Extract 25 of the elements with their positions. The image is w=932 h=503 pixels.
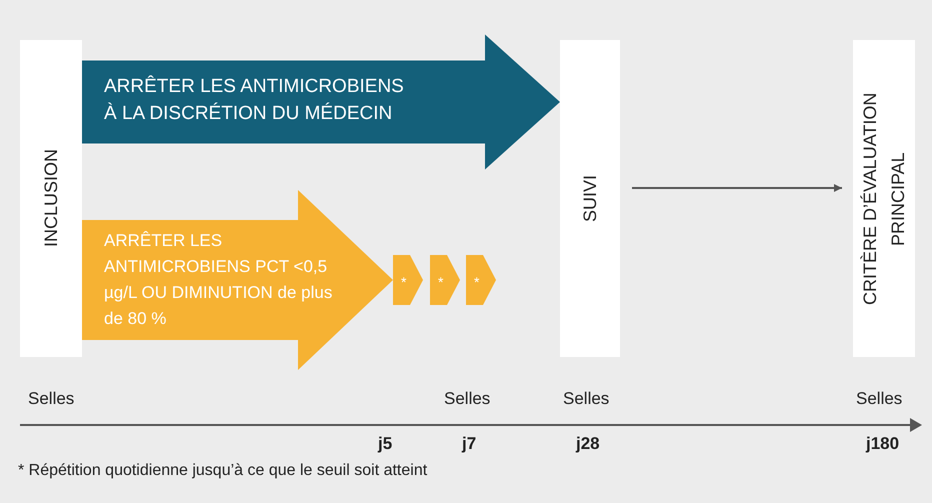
phase-bar (20, 40, 82, 357)
sample-label: Selles (28, 389, 74, 409)
chevron-marker (393, 255, 423, 305)
edge-label: ARRÊTER LES ANTIMICROBIENS À LA DISCRÉTION DU MÉDECIN (104, 74, 404, 126)
arrow (632, 184, 842, 192)
sample-label: Selles (856, 389, 902, 409)
block-arrow (82, 190, 393, 370)
footnote-mark: * (474, 273, 480, 292)
phase-bar (560, 40, 620, 357)
day-label: j180 (866, 434, 900, 454)
phase-label: INCLUSION (40, 149, 62, 248)
footnote-mark: * (438, 273, 444, 292)
sample-label: Selles (563, 389, 610, 409)
block-arrow (82, 34, 560, 170)
footnote-mark: * (401, 273, 406, 292)
sample-label: Selles (444, 389, 490, 409)
phase-label: CRITÈRE D’ÉVALUATION PRINCIPAL (859, 91, 909, 307)
phase-label: SUIVI (579, 174, 601, 222)
day-label: j7 (462, 434, 476, 454)
day-label: j5 (378, 434, 392, 454)
chevron-marker (466, 255, 496, 305)
footnote: * Répétition quotidienne jusqu’à ce que le seuil soit atteint (18, 462, 428, 480)
day-label: j28 (576, 434, 600, 454)
chevron-marker (430, 255, 460, 305)
edge-label: ARRÊTER LES ANTIMICROBIENS PCT <0,5 µg/L OU DIMINUTION de plus de 80 % (104, 230, 334, 330)
